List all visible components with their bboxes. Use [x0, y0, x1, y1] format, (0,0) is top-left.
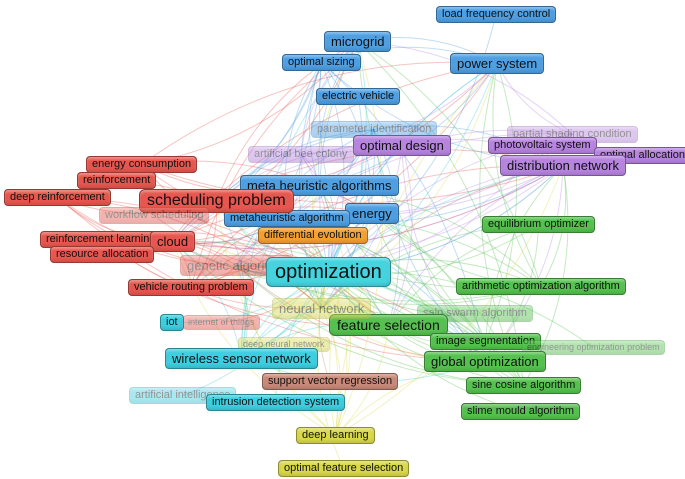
node-vehicle-routing-problem[interactable]: vehicle routing problem	[128, 279, 254, 296]
network-link	[216, 62, 322, 202]
node-energy[interactable]: energy	[345, 203, 399, 224]
network-link	[172, 62, 322, 242]
node-iot[interactable]: iot	[160, 314, 184, 331]
node-optimization[interactable]: optimization	[266, 257, 391, 287]
network-link	[321, 145, 403, 309]
node-microgrid[interactable]: microgrid	[324, 31, 392, 52]
node-electric-vehicle[interactable]: electric vehicle	[316, 88, 401, 105]
network-link	[321, 62, 345, 273]
network-link	[492, 63, 542, 287]
node-feature-selection[interactable]: feature selection	[329, 314, 448, 336]
node-resource-allocation[interactable]: resource allocation	[50, 246, 155, 263]
node-power-system[interactable]: power system	[450, 53, 545, 74]
node-image-segmentation[interactable]: image segmentation	[430, 333, 542, 350]
network-link	[172, 41, 358, 242]
node-differential-evolution[interactable]: differential evolution	[258, 227, 368, 244]
node-cloud[interactable]: cloud	[150, 231, 196, 252]
network-link	[241, 63, 498, 359]
node-optimal-design[interactable]: optimal design	[353, 135, 451, 156]
node-load-frequency-control[interactable]: load frequency control	[436, 6, 557, 23]
node-engineering-optimization-problem[interactable]: engineering optimization problem	[522, 340, 665, 355]
network-link	[357, 41, 524, 386]
network-link	[328, 271, 521, 412]
network-link	[485, 165, 564, 342]
network-link	[371, 213, 486, 342]
network-link	[485, 63, 518, 342]
network-link	[172, 129, 375, 242]
node-sine-cosine-algorithm[interactable]: sine cosine algorithm	[466, 377, 582, 394]
network-link	[308, 185, 322, 309]
node-workflow-scheduling[interactable]: workflow scheduling	[99, 207, 210, 224]
network-link	[357, 41, 486, 342]
network-link	[182, 271, 329, 396]
node-support-vector-regression[interactable]: support vector regression	[262, 373, 399, 390]
network-link	[172, 241, 542, 302]
node-genetic-algorithm[interactable]: genetic algorithm	[180, 255, 293, 276]
node-arithmetic-optimization-algorithm[interactable]: arithmetic optimization algorithm	[456, 278, 626, 295]
node-equilibrium-optimizer[interactable]: equilibrium optimizer	[482, 216, 595, 233]
node-optimal-sizing[interactable]: optimal sizing	[282, 54, 361, 71]
node-slime-mould-algorithm[interactable]: slime mould algorithm	[461, 403, 580, 420]
node-global-optimization[interactable]: global optimization	[424, 351, 546, 372]
network-link	[388, 145, 413, 326]
network-link	[335, 165, 564, 436]
network-link	[328, 41, 367, 273]
network-link	[328, 271, 348, 436]
node-internet-of-things[interactable]: internet of things	[183, 315, 260, 330]
network-link	[388, 165, 564, 326]
node-reinforcement[interactable]: reinforcement	[77, 172, 157, 189]
network-link	[141, 61, 498, 165]
network-link	[172, 165, 564, 250]
node-artificial-bee-colony[interactable]: artificial bee colony	[248, 146, 354, 163]
node-deep-reinforcement[interactable]: deep reinforcement	[4, 189, 111, 206]
network-link	[172, 165, 564, 250]
network-link	[317, 271, 344, 469]
network-link	[141, 164, 564, 204]
node-optimal-feature-selection[interactable]: optimal feature selection	[278, 460, 410, 477]
node-scheduling-problem[interactable]: scheduling problem	[139, 189, 294, 213]
node-intrusion-detection-system[interactable]: intrusion detection system	[206, 394, 346, 411]
network-link	[300, 63, 498, 155]
node-wireless-sensor-network[interactable]: wireless sensor network	[165, 348, 318, 369]
node-neural-network[interactable]: neural network	[272, 298, 372, 319]
network-link	[328, 145, 403, 273]
network-link	[241, 185, 320, 359]
node-energy-consumption[interactable]: energy consumption	[86, 156, 198, 173]
node-distribution-network[interactable]: distribution network	[500, 155, 626, 176]
node-photovoltaic-system[interactable]: photovoltaic system	[488, 137, 597, 154]
network-link	[308, 62, 322, 186]
network-link	[321, 308, 342, 436]
network-link	[357, 41, 542, 287]
node-deep-learning[interactable]: deep learning	[296, 427, 375, 444]
network-link	[241, 165, 564, 359]
network-link	[216, 129, 375, 202]
